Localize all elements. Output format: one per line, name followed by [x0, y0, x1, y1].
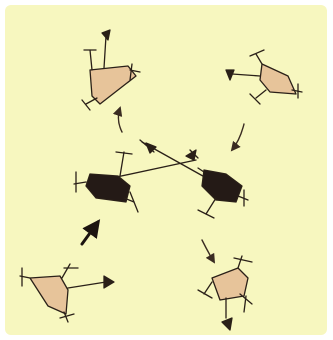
sketch-diagram: [0, 0, 333, 340]
diagram-canvas: [0, 0, 333, 340]
